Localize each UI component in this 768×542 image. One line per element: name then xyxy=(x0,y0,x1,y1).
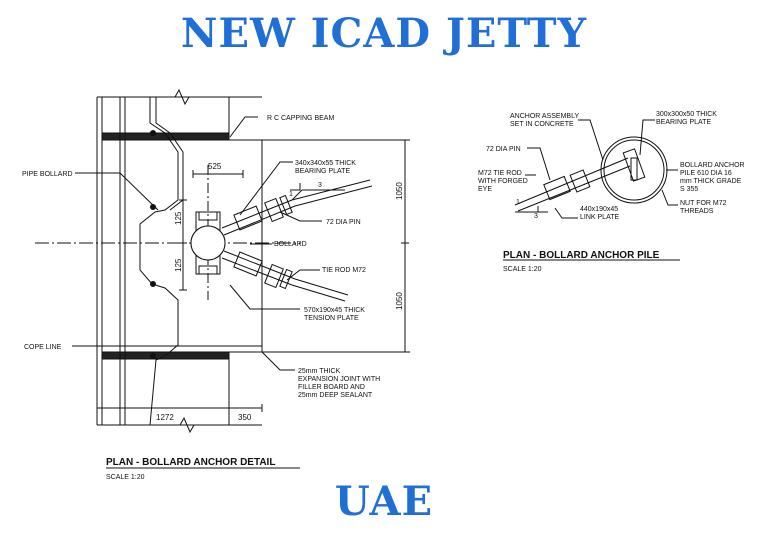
pile-spec-label-2: PILE 610 DIA 16 xyxy=(680,170,732,177)
tie-rod-label: TIE ROD M72 xyxy=(322,267,366,274)
dim-125-top: 125 xyxy=(174,211,183,225)
joint-label-4: 25mm DEEP SEALANT xyxy=(298,392,373,399)
pile-scale: SCALE 1:20 xyxy=(503,266,542,273)
bearing-plate-label-1: 340x340x55 THICK xyxy=(295,160,356,167)
tension-plate-label-1: 570x190x45 THICK xyxy=(304,307,365,314)
pile-pin-label: 72 DIA PIN xyxy=(486,146,521,153)
nut-label-2: THREADS xyxy=(680,208,714,215)
dim-1050-top: 1050 xyxy=(395,182,404,200)
joint-label-1: 25mm THICK xyxy=(298,368,341,375)
link-plate-label-2: LINK PLATE xyxy=(580,214,619,221)
dim-1050-bottom: 1050 xyxy=(395,292,404,310)
dim-125-bottom: 125 xyxy=(174,258,183,272)
pile-bearing-label-1: 300x300x50 THICK xyxy=(656,111,717,118)
pipe-bollard-label: PIPE BOLLARD xyxy=(22,171,73,178)
cope-line-label: COPE LINE xyxy=(24,344,62,351)
anchor-pile xyxy=(600,136,668,204)
pile-bearing-label-2: BEARING PLATE xyxy=(656,119,711,126)
pile-spec-label-4: S 355 xyxy=(680,186,698,193)
bollard-symbol xyxy=(190,211,226,275)
upper-tie-rod xyxy=(221,179,373,236)
anchor-assembly-label-1: ANCHOR ASSEMBLY xyxy=(510,113,579,120)
dim-525: 525 xyxy=(208,162,222,171)
location-title: UAE xyxy=(334,478,434,525)
link-plate-label-1: 440x190x45 xyxy=(580,206,618,213)
joint-label-3: FILLER BOARD AND xyxy=(298,384,365,391)
slope-3-label: 3 xyxy=(318,182,322,189)
tie-rod-label-3: EYE xyxy=(478,186,492,193)
bollard-label: BOLLARD xyxy=(274,241,307,248)
pile-spec-label-1: BOLLARD ANCHOR xyxy=(680,162,745,169)
sheet-pile-profile xyxy=(139,97,179,426)
bearing-plate-label-2: BEARING PLATE xyxy=(295,168,350,175)
tie-rod-label-2: WITH FORGED xyxy=(478,178,528,185)
pile-heading: PLAN - BOLLARD ANCHOR PILE xyxy=(503,250,660,261)
slope-1-label: 1 xyxy=(289,191,293,198)
detail-scale: SCALE 1:20 xyxy=(106,474,145,481)
pin-label: 72 DIA PIN xyxy=(326,219,361,226)
pile-tie-rod xyxy=(514,157,631,213)
detail-heading: PLAN - BOLLARD ANCHOR DETAIL xyxy=(106,457,275,468)
joint-label-2: EXPANSION JOINT WITH xyxy=(298,376,380,383)
anchor-assembly-label-2: SET IN CONCRETE xyxy=(510,121,574,128)
dim-350: 350 xyxy=(238,413,252,422)
lower-tie-rod xyxy=(221,250,349,302)
pile-slope-1: 1 xyxy=(516,199,520,206)
nut-label-1: NUT FOR M72 xyxy=(680,200,727,207)
page-title: NEW ICAD JETTY xyxy=(180,10,588,57)
tension-plate-label-2: TENSION PLATE xyxy=(304,315,359,322)
tie-rod-label-1: M72 TIE ROD xyxy=(478,170,522,177)
capping-beam-label: R C CAPPING BEAM xyxy=(267,115,334,122)
dim-1272: 1272 xyxy=(156,413,174,422)
pile-slope-3: 3 xyxy=(534,213,538,220)
pile-spec-label-3: mm THICK GRADE xyxy=(680,178,742,185)
